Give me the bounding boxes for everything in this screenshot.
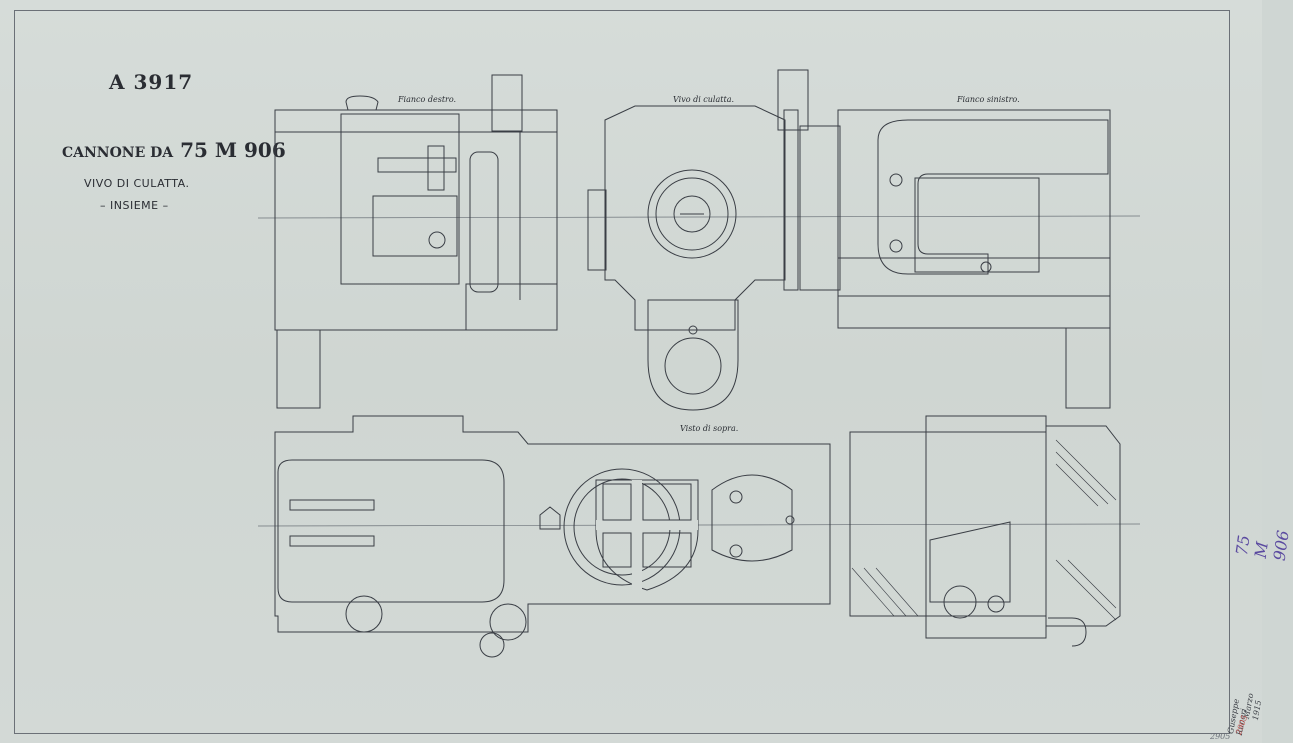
sheet-border xyxy=(14,10,1230,734)
label-breech-face: Vivo di culatta. xyxy=(673,95,734,104)
drawing-subtitle: VIVO DI CULATTA. xyxy=(84,177,190,190)
title-main: 75 M 906 xyxy=(180,138,286,162)
coat-of-arms xyxy=(539,468,795,591)
corner-code: 2905 xyxy=(1210,732,1231,741)
left-side-view xyxy=(837,109,1111,409)
label-top-view: Visto di sopra. xyxy=(680,424,739,433)
center-lines xyxy=(257,215,1141,527)
drawing-subtitle-2: – INSIEME – xyxy=(100,199,169,212)
title-prefix: CANNONE DA xyxy=(62,145,174,161)
breech-face-view xyxy=(587,69,841,411)
label-right-side: Fianco destro. xyxy=(398,95,457,104)
top-view xyxy=(274,415,831,658)
drawing-title: CANNONE DA 75 M 906 xyxy=(62,138,286,162)
hatching xyxy=(851,439,1117,621)
right-side-view xyxy=(274,74,558,409)
technical-drawing xyxy=(257,69,1141,658)
label-left-side: Fianco sinistro. xyxy=(957,95,1020,104)
drawing-code: A 3917 xyxy=(109,70,194,94)
section-view xyxy=(849,415,1121,647)
